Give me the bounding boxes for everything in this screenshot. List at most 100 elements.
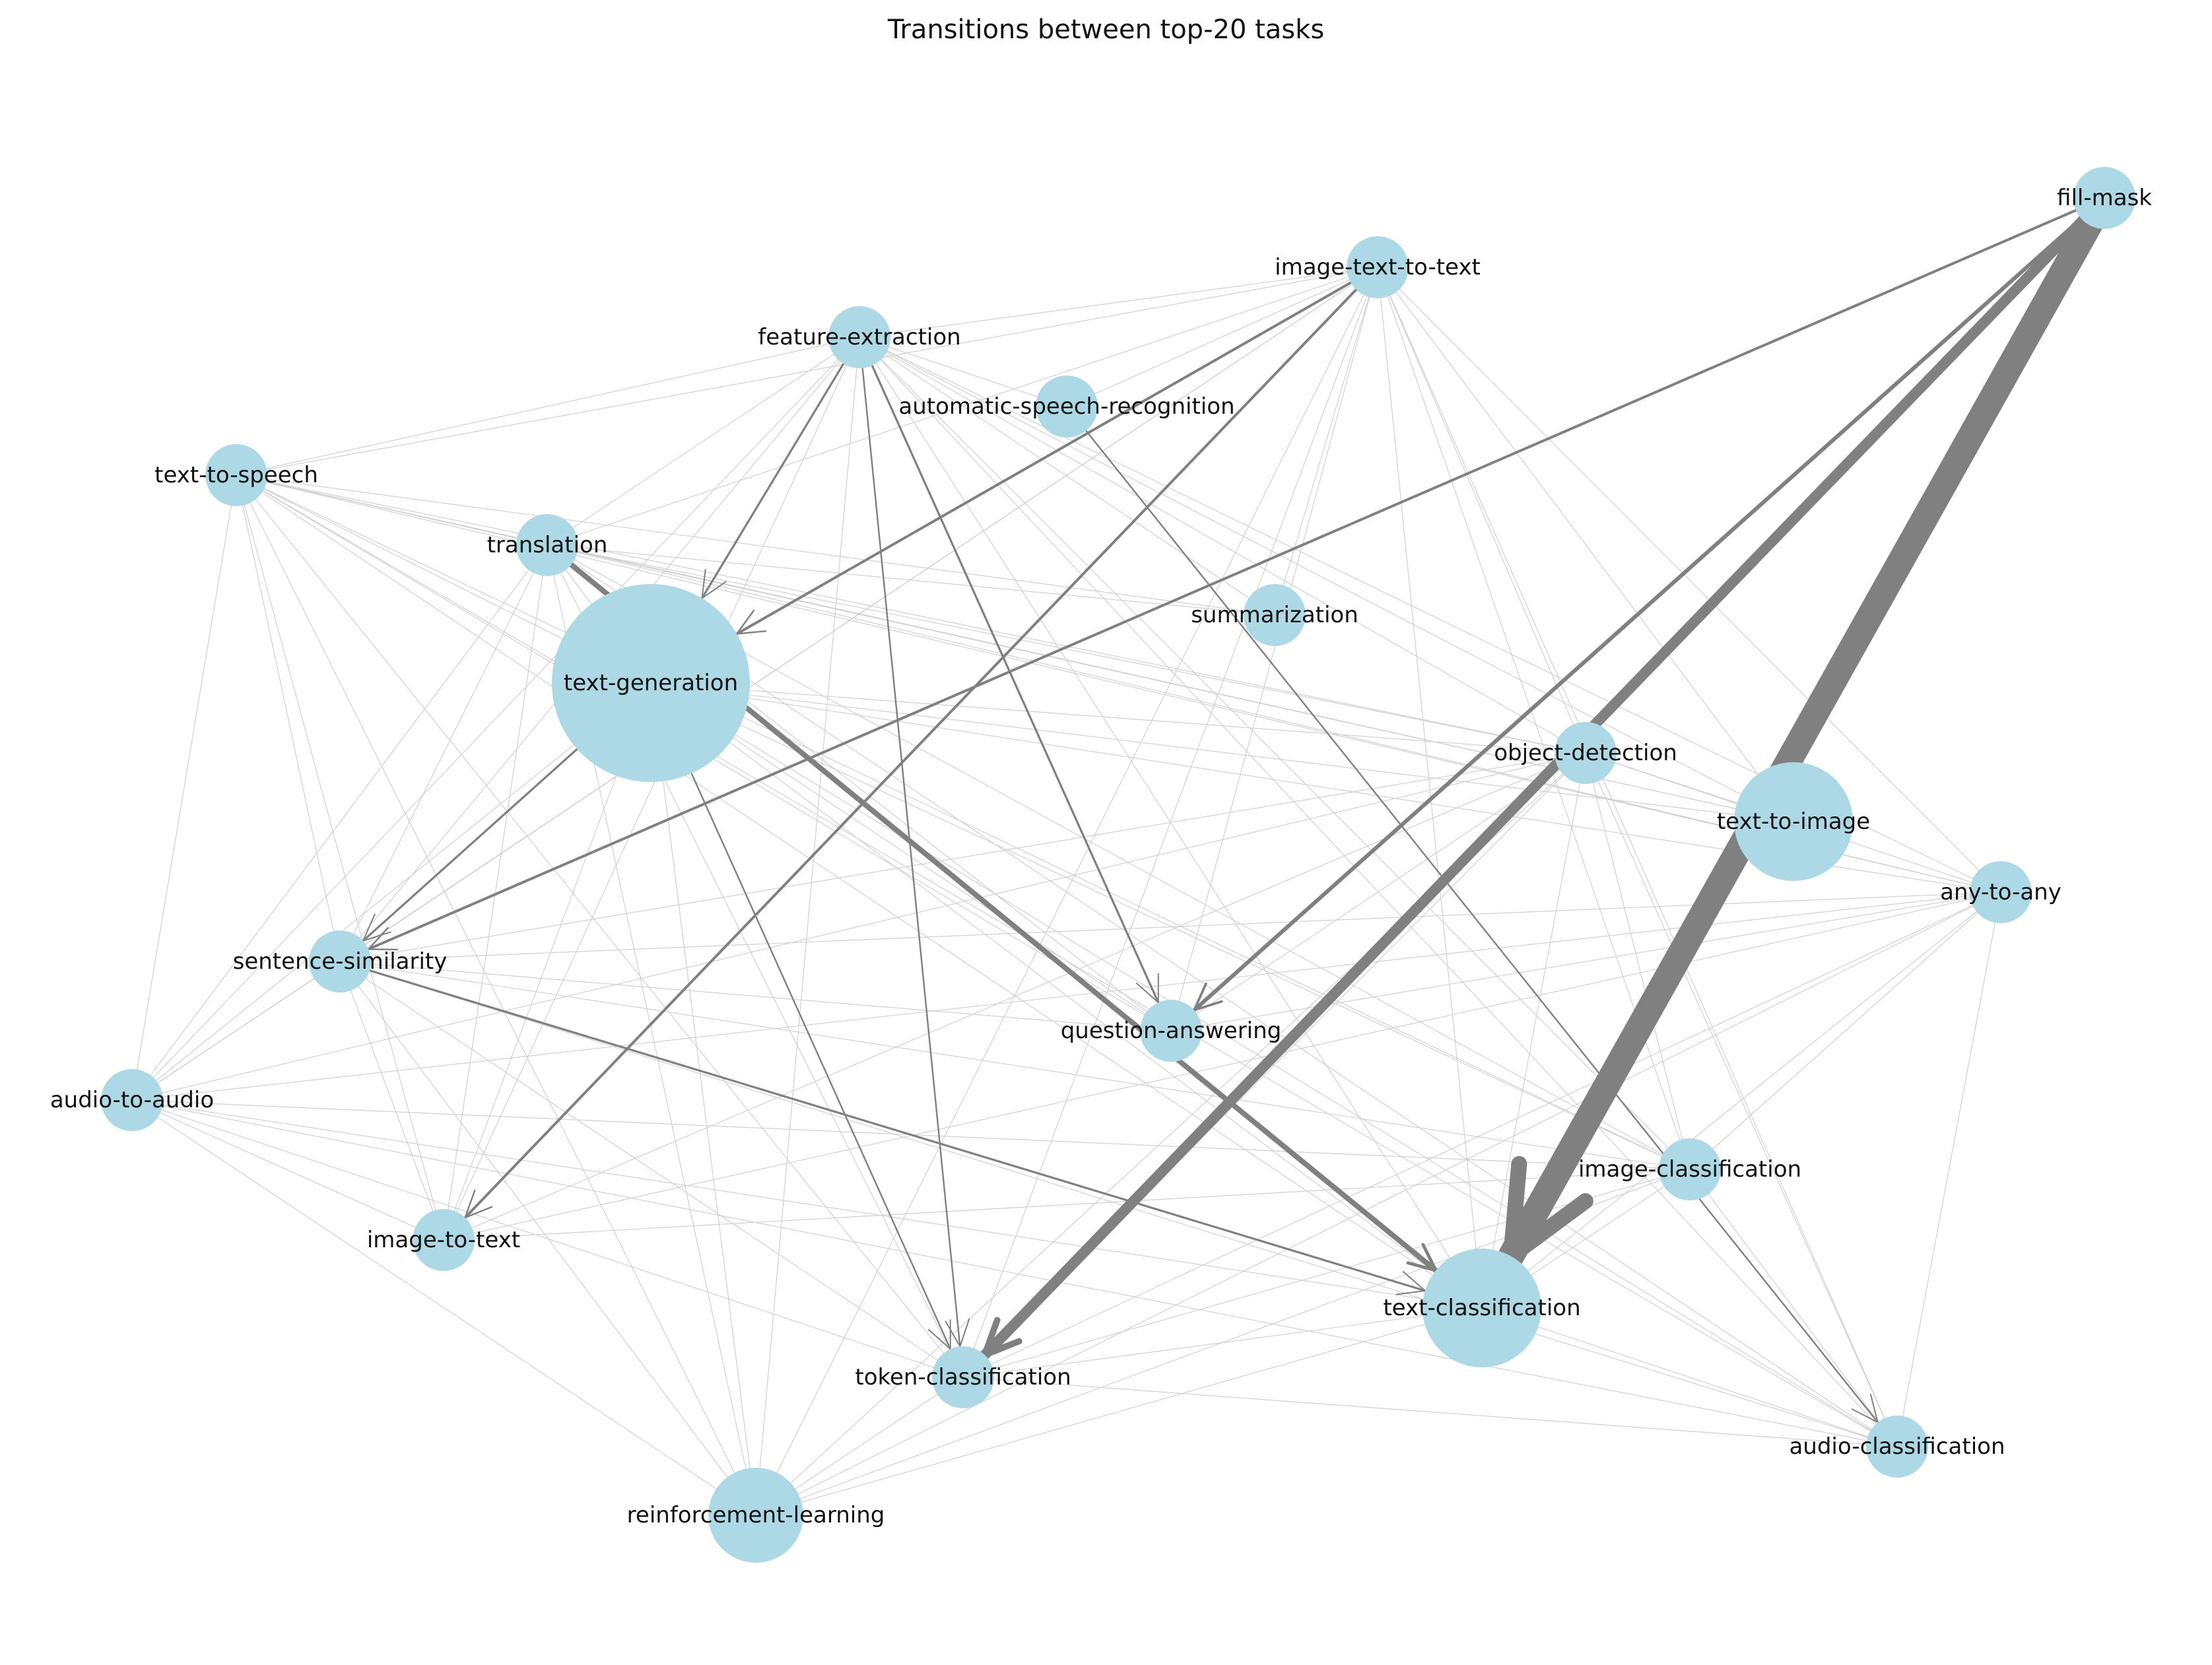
node-label-automatic-speech-recognition: automatic-speech-recognition xyxy=(898,393,1234,420)
node-label-translation: translation xyxy=(487,532,608,558)
edge-text-to-speech-object-detection xyxy=(236,474,1586,754)
edge-audio-to-audio-audio-classification xyxy=(131,1099,1898,1447)
edge-object-detection-sentence-similarity xyxy=(339,752,1586,962)
edge-image-text-to-text-text-to-speech xyxy=(236,267,1378,476)
node-label-question-answering: question-answering xyxy=(1061,1018,1282,1044)
edge-sentence-similarity-question-answering xyxy=(339,961,1172,1031)
edge-any-to-any-token-classification xyxy=(962,892,2001,1378)
node-any-to-any xyxy=(1970,861,2032,923)
node-label-summarization: summarization xyxy=(1191,602,1358,628)
arrowhead-text-generation-to-sentence-similarity xyxy=(362,913,391,942)
node-image-classification xyxy=(1659,1138,1721,1200)
edge-any-to-any-audio-to-audio xyxy=(131,892,2001,1101)
edge-feature-extraction-reinforcement-learning xyxy=(755,337,860,1516)
node-question-answering xyxy=(1140,1000,1202,1062)
edge-text-to-speech-image-classification xyxy=(236,474,1691,1170)
edge-fill-mask-to-question-answering xyxy=(1192,196,2106,1012)
edge-sentence-similarity-to-text-classification xyxy=(339,960,1426,1292)
edge-fill-mask-to-text-classification xyxy=(1498,185,2118,1270)
edge-sentence-similarity-reinforcement-learning xyxy=(339,961,756,1516)
node-audio-to-audio xyxy=(101,1069,163,1131)
edge-text-to-speech-audio-to-audio xyxy=(131,474,237,1101)
edge-translation-summarization xyxy=(547,544,1275,616)
node-fill-mask xyxy=(2073,167,2135,229)
node-reinforcement-learning xyxy=(708,1468,803,1563)
edge-image-text-to-text-to-text-generation xyxy=(735,266,1379,636)
edge-text-generation-text-to-image xyxy=(650,682,1794,822)
node-image-text-to-text xyxy=(1347,236,1409,298)
edge-text-generation-image-classification xyxy=(650,682,1691,1170)
edge-text-generation-image-to-text xyxy=(443,682,652,1241)
node-label-text-to-image: text-to-image xyxy=(1717,808,1870,835)
node-summarization xyxy=(1244,584,1306,646)
edge-feature-extraction-to-question-answering xyxy=(858,336,1160,1004)
node-sentence-similarity xyxy=(309,930,371,993)
edge-audio-to-audio-image-to-text xyxy=(131,1099,444,1241)
node-label-image-text-to-text: image-text-to-text xyxy=(1275,254,1481,280)
edge-text-to-speech-token-classification xyxy=(236,474,964,1378)
node-label-fill-mask: fill-mask xyxy=(2057,185,2152,211)
node-text-generation xyxy=(552,584,750,782)
edge-feature-extraction-text-to-image xyxy=(859,337,1794,822)
edge-sentence-similarity-token-classification xyxy=(339,961,964,1378)
edge-image-text-to-text-automatic-speech-recognition xyxy=(1066,267,1378,407)
edge-fill-mask-to-sentence-similarity xyxy=(367,197,2106,951)
edge-text-generation-reinforcement-learning xyxy=(650,682,756,1516)
node-layer xyxy=(101,167,2135,1563)
edge-image-classification-audio-classification xyxy=(1689,1169,1898,1447)
edge-text-generation-object-detection xyxy=(650,682,1586,754)
edge-translation-audio-to-audio xyxy=(131,544,548,1101)
node-label-object-detection: object-detection xyxy=(1494,740,1677,766)
edge-sentence-similarity-image-classification xyxy=(339,961,1691,1170)
edge-text-generation-text-classification xyxy=(650,682,1483,1309)
node-feature-extraction xyxy=(828,306,890,368)
edge-image-text-to-text-audio-classification xyxy=(1377,267,1898,1447)
chart-title: Transitions between top-20 tasks xyxy=(887,15,1325,45)
edge-object-detection-text-classification xyxy=(1481,752,1586,1309)
node-label-image-classification: image-classification xyxy=(1578,1156,1801,1183)
edge-image-text-to-text-summarization xyxy=(1274,267,1378,616)
edge-feature-extraction-image-classification xyxy=(859,337,1691,1170)
edge-image-classification-image-to-text xyxy=(443,1169,1691,1241)
node-label-text-generation: text-generation xyxy=(564,670,738,696)
edge-translation-object-detection xyxy=(547,544,1586,754)
node-text-classification xyxy=(1423,1249,1541,1367)
node-object-detection xyxy=(1555,722,1617,784)
edge-image-text-to-text-reinforcement-learning xyxy=(755,267,1378,1516)
edge-feature-extraction-image-to-text xyxy=(443,337,860,1241)
edge-sentence-similarity-audio-classification xyxy=(339,961,1898,1447)
edge-image-text-to-text-object-detection xyxy=(1377,267,1586,754)
edge-translation-sentence-similarity xyxy=(339,544,548,962)
edge-any-to-any-image-to-text xyxy=(443,892,2001,1241)
edge-translation-image-to-text xyxy=(443,544,548,1241)
edge-automatic-speech-recognition-to-audio-classification xyxy=(1065,405,1879,1423)
edge-feature-extraction-translation xyxy=(547,337,860,546)
node-audio-classification xyxy=(1866,1416,1928,1478)
edge-sentence-similarity-image-to-text xyxy=(339,961,444,1241)
node-label-text-classification: text-classification xyxy=(1383,1295,1580,1321)
edge-feature-extraction-object-detection xyxy=(859,337,1586,754)
edge-sentence-similarity-audio-to-audio xyxy=(131,961,341,1101)
node-label-image-to-text: image-to-text xyxy=(367,1227,520,1253)
arrowhead-text-generation-to-token-classification xyxy=(927,1319,951,1350)
edge-object-detection-image-classification xyxy=(1585,752,1691,1170)
edge-audio-to-audio-token-classification xyxy=(131,1099,964,1378)
edge-any-to-any-audio-classification xyxy=(1896,892,2001,1447)
node-image-to-text xyxy=(413,1209,475,1271)
node-automatic-speech-recognition xyxy=(1036,375,1098,438)
node-label-reinforcement-learning: reinforcement-learning xyxy=(627,1502,885,1528)
node-token-classification xyxy=(932,1346,994,1408)
edge-image-text-to-text-text-to-image xyxy=(1377,267,1794,822)
node-label-audio-classification: audio-classification xyxy=(1789,1433,2005,1460)
edge-text-classification-reinforcement-learning xyxy=(755,1307,1483,1516)
edge-text-to-speech-image-to-text xyxy=(236,474,444,1241)
node-text-to-speech xyxy=(205,444,267,506)
node-label-token-classification: token-classification xyxy=(855,1364,1071,1390)
edge-token-classification-audio-classification xyxy=(962,1377,1898,1447)
edge-text-to-speech-reinforcement-learning xyxy=(236,474,756,1516)
edge-image-text-to-text-question-answering xyxy=(1170,267,1378,1031)
edge-feature-extraction-automatic-speech-recognition xyxy=(859,337,1067,407)
node-label-sentence-similarity: sentence-similarity xyxy=(233,948,448,975)
edge-any-to-any-reinforcement-learning xyxy=(755,892,2001,1516)
